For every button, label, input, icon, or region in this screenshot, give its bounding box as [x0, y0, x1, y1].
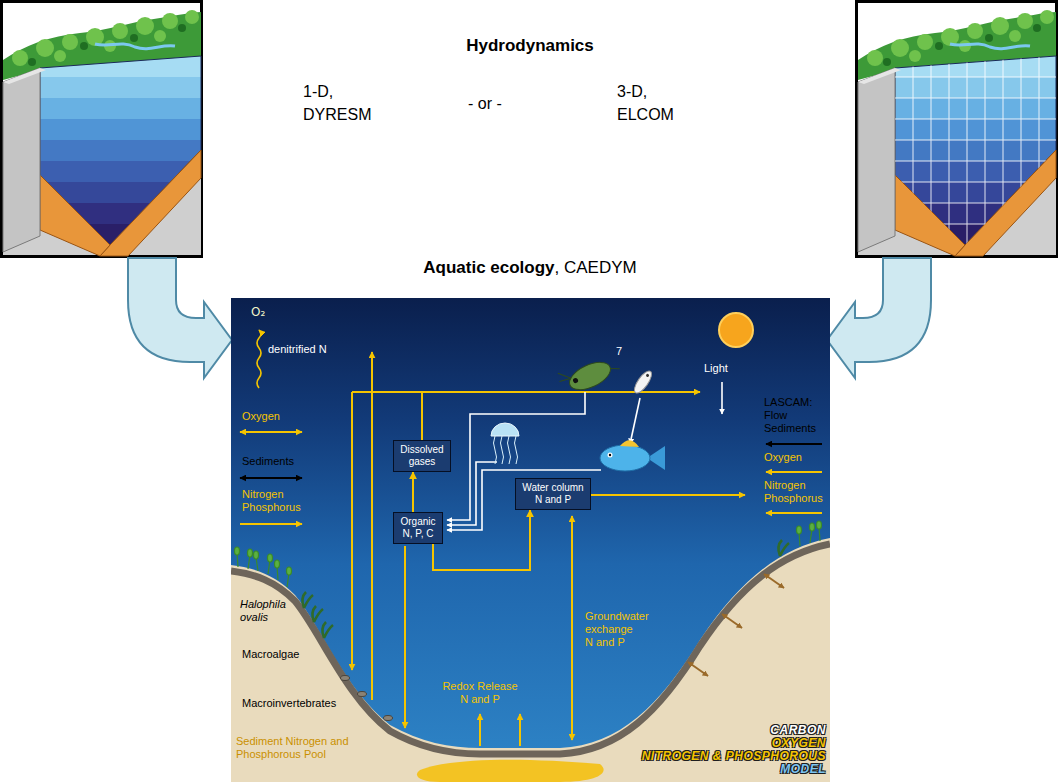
coupling-arrow [827, 258, 931, 378]
box-text: Dissolved gases [398, 444, 446, 468]
land [231, 538, 830, 782]
habitat-label: Macroalgae [242, 648, 299, 661]
reservoir-1d [2, 2, 204, 257]
light-label: Light [704, 362, 728, 375]
flux-label: Sediments [242, 455, 294, 468]
macroalgae [302, 540, 789, 638]
habitat-label: Macroinvertebrates [242, 697, 336, 710]
reservoir-3d [857, 2, 1059, 257]
flux-label: Groundwater exchange N and P [585, 610, 640, 649]
sediment-layer [231, 544, 830, 754]
text-group: Aquatic ecology, CAEDYM [423, 258, 637, 278]
gas-label: O₂ [251, 305, 265, 319]
larval-fish [631, 368, 654, 395]
groundwater-arrows [688, 574, 784, 676]
process-box: Dissolved gases [393, 440, 451, 472]
model-title: OXYGEN [772, 737, 826, 750]
process-box: Organic N, P, C [393, 512, 443, 544]
flux-label: denitrified N [268, 343, 327, 356]
model-title: MODEL [780, 763, 826, 776]
flux-label: Nitrogen Phosphorus [764, 479, 823, 505]
jellyfish [491, 423, 519, 464]
sediment-flux-lines [240, 444, 822, 478]
flow-connector [412, 472, 414, 512]
nutrient-pool [417, 760, 604, 782]
ecology-illustration [231, 298, 830, 782]
connector-text: - or - [468, 92, 502, 115]
nutrient-flux-lines [240, 330, 822, 746]
model-name: 3-D, ELCOM [617, 80, 674, 126]
model-name: 1-D, DYRESM [303, 80, 371, 126]
model-grid [893, 50, 1058, 250]
macroinvertebrates [341, 676, 393, 721]
box-text: Water column N and P [520, 482, 586, 506]
flux-label: Redox Release N and P [440, 680, 520, 706]
zooplankton [556, 349, 622, 399]
box-text: Organic N, P, C [398, 516, 438, 540]
flux-label: Oxygen [764, 451, 802, 464]
flux-label: Oxygen [242, 410, 280, 423]
species-label: Halophila ovalis [240, 598, 286, 624]
section-heading: Hydrodynamics [466, 36, 594, 56]
text-group: CARBONOXYGENNITROGEN & PHOSPHOROUSMODEL [642, 724, 826, 776]
flux-label: Nitrogen Phosphorus [242, 488, 301, 514]
flow-connector [433, 510, 530, 570]
fish [600, 440, 665, 471]
section-heading: Aquatic ecology [423, 258, 554, 278]
seagrass [235, 521, 822, 587]
water-body [231, 298, 830, 782]
process-box: Water column N and P [515, 478, 591, 510]
pool-label: Sediment Nitrogen and Phosphorous Pool [236, 735, 356, 761]
inflow-label: LASCAM: Flow Sediments [764, 396, 816, 435]
model-name: , CAEDYM [555, 258, 637, 278]
model-title: CARBON [770, 724, 826, 737]
model-title: NITROGEN & PHOSPHOROUS [642, 750, 826, 763]
coupling-arrow [128, 258, 232, 378]
sun [719, 313, 753, 347]
callout-number: 7 [616, 345, 622, 358]
detritus-lines [447, 382, 722, 530]
